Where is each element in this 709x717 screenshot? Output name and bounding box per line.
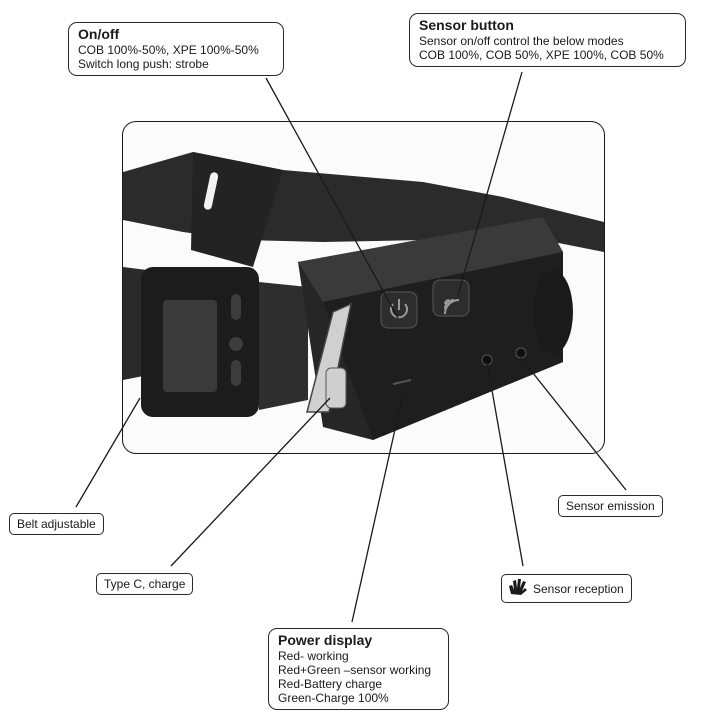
sensor-button (432, 279, 470, 317)
onoff-callout: On/off COB 100%-50%, XPE 100%-50% Switch… (68, 22, 284, 76)
onoff-line: COB 100%-50%, XPE 100%-50% (78, 43, 259, 57)
power-display-line: Red-Battery charge (278, 677, 383, 691)
power-display-line: Red- working (278, 649, 349, 663)
buckle-hole-round (229, 337, 243, 351)
onoff-line: Switch long push: strobe (78, 57, 209, 71)
sensor-wave-icon (444, 299, 460, 315)
power-display-line: Red+Green –sensor working (278, 663, 432, 677)
power-display-title: Power display (278, 632, 373, 648)
onoff-title: On/off (78, 26, 120, 42)
typec-label: Type C, charge (96, 573, 194, 595)
power-display-callout: Power display Red- working Red+Green –se… (268, 628, 449, 710)
sensor-button-title: Sensor button (419, 17, 514, 33)
type-c-port (325, 367, 347, 409)
reception-label-text: Sensor reception (533, 582, 624, 596)
belt-label: Belt adjustable (9, 513, 104, 535)
lamp-knob (533, 270, 573, 354)
sensor-reception-led (481, 354, 493, 366)
strap-loop (191, 152, 283, 267)
emission-label-text: Sensor emission (566, 499, 655, 513)
sensor-emission-led (515, 347, 527, 359)
sensor-button-line: Sensor on/off control the below modes (419, 34, 624, 48)
headlamp-illustration (123, 152, 604, 440)
sensor-button-line: COB 100%, COB 50%, XPE 100%, COB 50% (419, 48, 664, 62)
typec-label-text: Type C, charge (104, 577, 186, 591)
power-indicator (392, 379, 412, 385)
power-display-line: Green-Charge 100% (278, 691, 389, 705)
reception-label: Sensor reception (501, 574, 632, 603)
hand-wave-icon (507, 578, 529, 599)
emission-label: Sensor emission (558, 495, 663, 517)
belt-label-text: Belt adjustable (17, 517, 96, 531)
front-strap-mid (259, 282, 308, 410)
strap-slot (203, 172, 219, 210)
buckle-hole (231, 360, 241, 386)
product-photo (122, 121, 605, 454)
buckle-webbing (163, 300, 217, 392)
sensor-button-callout: Sensor button Sensor on/off control the … (409, 13, 686, 67)
buckle-hole (231, 294, 241, 320)
